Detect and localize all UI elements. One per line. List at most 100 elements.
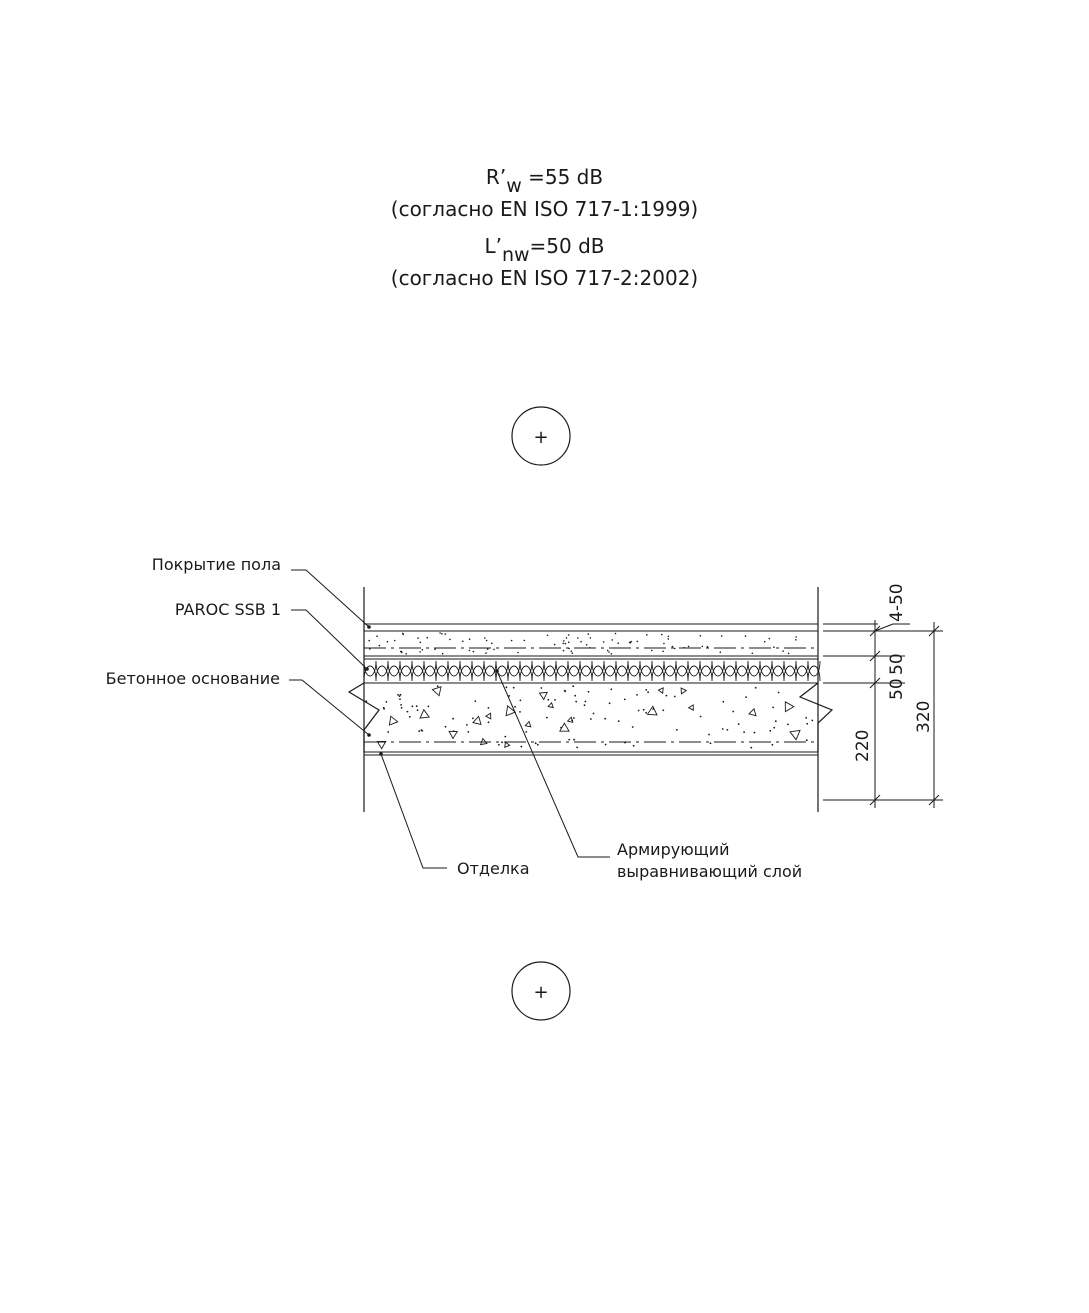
screed-aggregate-dot [773,646,775,648]
slab-aggregate-dot [519,711,521,713]
slab-aggregate-dot [754,686,757,689]
slab-aggregate-dot [774,720,777,723]
slab-aggregate-dot [604,743,607,746]
slab-aggregate-stone [524,720,532,728]
screed-aggregate-dot [468,638,471,640]
slab-aggregate-dot [592,712,595,715]
slab-aggregate-dot [721,728,724,730]
rw-value-line: R’w =55 dB [0,167,1089,196]
screed-aggregate-dot [405,653,408,655]
screed-aggregate-dot [683,646,685,649]
slab-aggregate-dot [787,723,789,726]
slab-aggregate-dot [534,742,537,745]
slab-aggregate-dot [472,717,474,720]
screed-aggregate-dot [486,648,489,650]
slab-aggregate-dot [590,718,592,720]
slab-aggregate-stone [657,687,664,695]
slab-aggregate-dot [624,741,626,744]
screed-aggregate-dot [468,649,471,652]
slab-aggregate-dot [399,693,402,696]
dimension-lines [823,620,943,808]
screed-aggregate-dot [401,651,403,654]
slab-aggregate-dot [444,725,447,728]
slab-aggregate-dot [547,698,550,701]
slab-aggregate-dot [811,719,814,722]
screed-aggregate-dot [402,633,405,636]
screed-aggregate-dot [646,634,648,636]
slab-aggregate-dot [436,685,439,688]
label-screed-line1: Армирующий [617,840,730,859]
slab-aggregate-dot [466,724,468,726]
lnw-standard: (согласно EN ISO 717-2:2002) [390,266,699,290]
screed-aggregate-dot [602,641,605,643]
slab-aggregate-dot [745,696,747,698]
screed-aggregate-dot [485,639,488,642]
finish-layer [364,751,818,756]
screed-aggregate-dot [517,651,519,654]
screed-aggregate-dot [376,635,378,637]
slab-aggregate-stone [784,701,795,713]
slab-aggregate-dot [400,704,402,706]
screed-aggregate-dot [426,636,429,639]
slab-aggregate-stone [484,712,492,720]
screed-aggregate-dot [491,642,493,645]
slab-aggregate-dot [806,722,809,725]
slab-aggregate-dot [359,715,361,718]
slab-aggregate-dot [487,707,490,709]
screed-aggregate-dot [751,652,754,655]
slab-aggregate-stone [646,705,658,716]
screed-aggregate-dot [614,632,617,635]
screed-aggregate-dot [484,637,486,639]
marker-top-symbol: + [533,427,548,448]
screed-aggregate-dot [394,639,396,642]
screed-aggregate-dot [610,653,613,655]
slab-aggregate-dot [387,731,390,733]
screed-aggregate-dot [472,650,475,653]
slab-aggregate-stone [547,701,554,709]
slab-aggregate-dot [647,691,649,694]
screed-aggregate-dot [434,648,436,650]
slab-aggregate-dot [617,720,620,723]
screed-aggregate-dot [795,636,797,638]
dim-insulation: 50 [887,678,907,700]
screed-aggregate-dot [449,638,451,641]
slab-aggregate-dot [406,710,409,713]
screed-aggregate-dot [744,635,747,637]
dim-total: 320 [914,701,934,733]
slab-aggregate-dot [399,698,401,700]
screed-aggregate-dot [523,639,526,642]
screed-aggregate-dot [768,637,771,640]
slab-aggregate-dot [637,709,640,712]
screed-aggregate-dot [568,647,570,650]
slab-aggregate-dot [610,688,613,691]
slab-aggregate-dot [604,717,607,720]
slab-aggregate-stone [419,708,431,719]
slab-aggregate-dot [418,730,421,733]
screed-aggregate-dot [580,640,582,643]
label-finish: Отделка [457,859,530,878]
slab-aggregate-dot [573,738,575,741]
slab-aggregate-dot [385,701,388,703]
slab-aggregate-dot [709,742,712,745]
screed-aggregate-dot [444,633,447,635]
slab-aggregate-dot [408,715,411,718]
marker-bottom-symbol: + [533,982,548,1003]
slab-aggregate-dot [420,729,423,731]
slab-aggregate-dot [732,710,735,713]
slab-aggregate-dot [575,700,578,703]
screed-aggregate-dot [563,640,565,642]
screed-aggregate-dot [577,637,579,639]
screed-aggregate-dot [651,649,653,652]
slab-aggregate-dot [467,731,470,733]
slab-aggregate-dot [564,690,567,693]
screed-aggregate-dot [568,641,570,643]
screed-aggregate-dot [706,645,709,648]
screed-aggregate-dot [562,649,565,652]
screed-aggregate-dot [565,637,568,639]
slab-aggregate-dot [587,690,590,693]
slab-aggregate-dot [536,743,539,746]
screed-aggregate-dot [719,651,722,653]
slab-aggregate-dot [400,707,403,709]
slab-aggregate-dot [576,746,578,749]
screed-aggregate-dot [667,635,670,638]
